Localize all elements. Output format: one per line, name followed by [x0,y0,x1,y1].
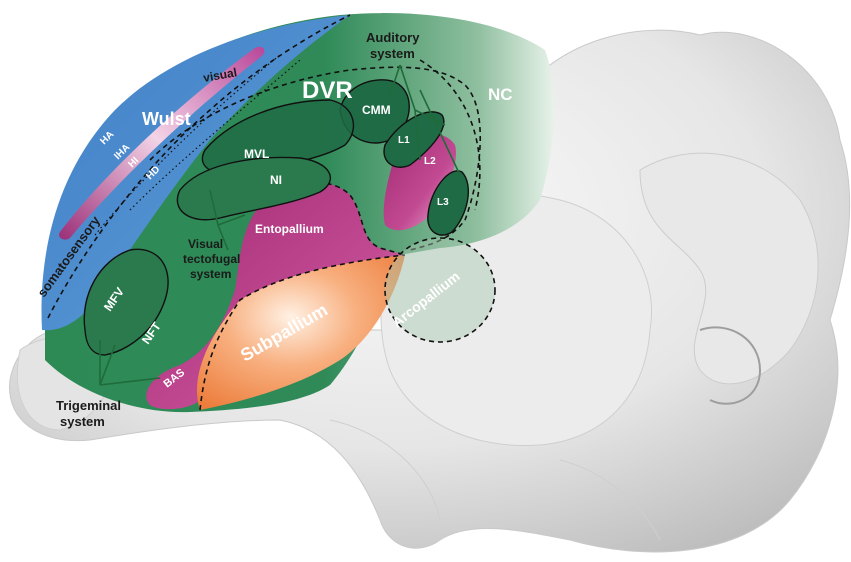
label-l3: L3 [437,197,449,208]
label-cmm: CMM [362,103,391,117]
label-dvr: DVR [302,77,353,104]
label-trigeminal-1: Trigeminal [56,398,121,413]
label-auditory-2: system [370,46,415,61]
label-visual-tecto-3: system [190,267,231,281]
label-visual-tecto-2: tectofugal [183,252,240,266]
label-nc: NC [488,85,513,104]
label-visual-tecto-1: Visual [188,237,223,251]
label-wulst: Wulst [142,109,191,129]
label-entopallium: Entopallium [255,222,324,236]
label-auditory-1: Auditory [366,30,420,45]
label-ni: NI [270,173,282,187]
label-trigeminal-2: system [60,414,105,429]
label-l1: L1 [398,135,410,146]
label-mvl: MVL [244,147,269,161]
label-l2: L2 [424,156,436,167]
